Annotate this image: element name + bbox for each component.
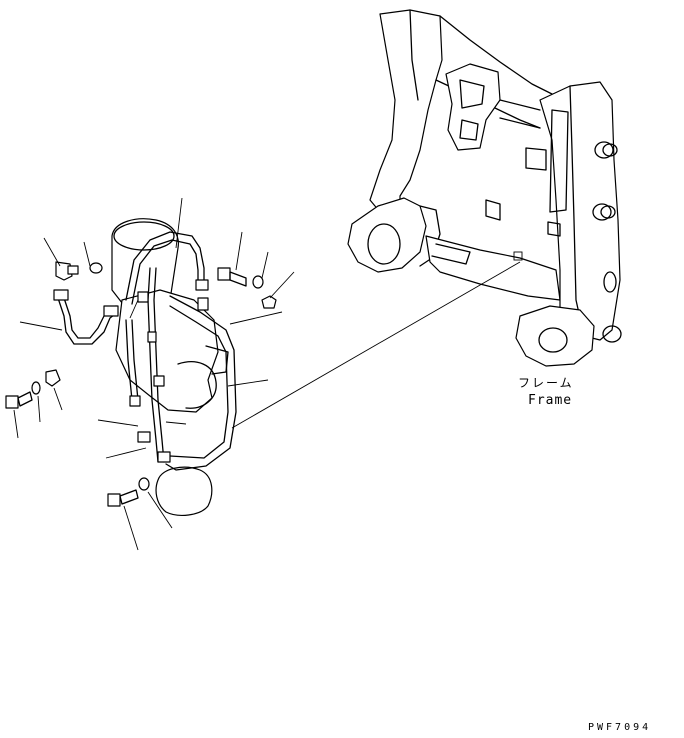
fitting-mid (103, 305, 119, 317)
leader-to-frame (231, 261, 521, 429)
fitting-bottom-left (137, 431, 151, 443)
valve-assembly (5, 218, 277, 516)
fitting-upper-elbow (137, 291, 149, 303)
fitting-lower-left (129, 395, 141, 407)
frame-left-lug (347, 197, 427, 273)
fitting-bottom (157, 451, 171, 463)
fitting-right-lower (197, 297, 209, 311)
fitting-tee (147, 331, 157, 343)
frame-left-plate (369, 9, 443, 216)
clamp-upper-right (261, 295, 277, 309)
fitting-left-hose (53, 289, 69, 301)
clamp-left (45, 369, 61, 387)
callout-leaders (13, 197, 295, 551)
tube-vertical-b (125, 319, 133, 401)
plug (89, 262, 103, 274)
hose-left (57, 297, 119, 345)
fitting-center (153, 375, 165, 387)
frame-label-japanese: フレーム (518, 376, 574, 390)
washer-left (31, 381, 41, 395)
frame-right-lug (515, 305, 595, 367)
frame-center-bracket (445, 63, 501, 151)
frame-lower-beam (425, 235, 561, 301)
bolt-bottom (107, 489, 139, 507)
washer-upper-right (252, 275, 264, 289)
frame-label-english: Frame (528, 393, 573, 408)
pipe-loop-right (165, 295, 237, 471)
canister-bottom (155, 466, 213, 516)
washer-bottom (138, 477, 150, 491)
fitting-right-upper (195, 279, 209, 291)
bolt-left (5, 391, 33, 409)
frame-assembly (347, 9, 622, 367)
bolt-upper-right (217, 267, 247, 287)
drawing-code: PWF7094 (588, 722, 652, 733)
hose-upper (125, 231, 205, 301)
